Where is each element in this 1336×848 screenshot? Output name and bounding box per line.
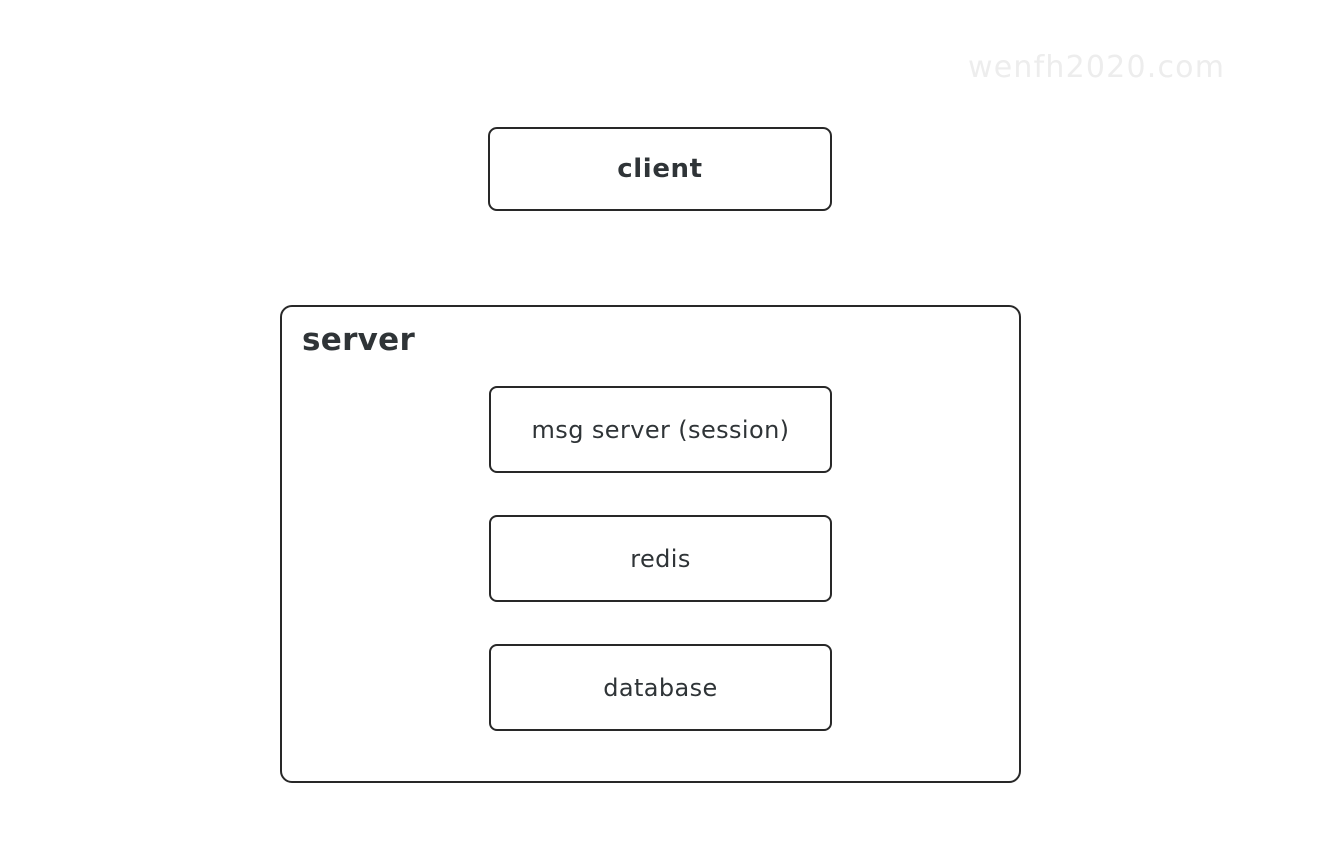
watermark-text: wenfh2020.com (968, 50, 1226, 85)
node-msg-server[interactable]: msg server (session) (489, 386, 832, 473)
node-msg-server-label: msg server (session) (531, 415, 790, 444)
node-database-label: database (603, 673, 718, 702)
node-database[interactable]: database (489, 644, 832, 731)
node-client-label: client (617, 154, 703, 184)
node-client[interactable]: client (488, 127, 832, 211)
node-redis[interactable]: redis (489, 515, 832, 602)
group-server-title: server (302, 322, 416, 358)
node-redis-label: redis (630, 544, 691, 573)
